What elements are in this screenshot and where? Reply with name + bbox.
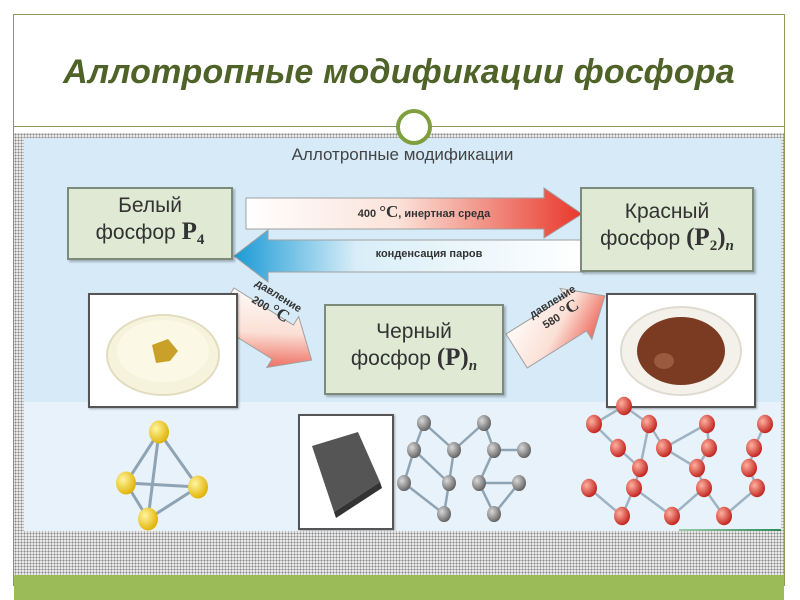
bond	[146, 431, 161, 520]
formula: (P)	[436, 344, 469, 372]
grey-atom	[512, 474, 526, 492]
red-atom	[656, 438, 672, 458]
grey-atom	[487, 505, 501, 523]
arrow-white-to-red	[245, 187, 583, 239]
formula-subscript: 2	[709, 238, 718, 255]
yellow-atom	[138, 507, 158, 531]
red-atom	[741, 458, 757, 478]
grey-atom	[487, 441, 501, 459]
grey-atom	[407, 441, 421, 459]
molecular-structures	[116, 396, 773, 531]
red-atom	[614, 506, 630, 526]
formula: P	[181, 218, 197, 246]
condition-inert: , инертная среда	[398, 208, 491, 220]
red-atom	[616, 396, 632, 416]
box-red-phosphorus: Красный фосфор (P2)n	[580, 187, 754, 272]
grey-atom	[477, 414, 491, 432]
red-phosphorus-structure	[581, 396, 773, 526]
allotrope-name: Красный	[624, 200, 710, 224]
grey-atom	[397, 474, 411, 492]
slide-title: Аллотропные модификации фосфора	[63, 53, 735, 91]
formula: (P	[686, 224, 710, 252]
yellow-atom	[188, 475, 208, 499]
allotropes-diagram: Аллотропные модификации	[24, 138, 781, 531]
grey-atom	[417, 414, 431, 432]
p4-tetrahedron-structure	[116, 420, 208, 531]
slide-frame: Аллотропные модификации фосфора Аллотроп…	[13, 14, 785, 600]
allotrope-name: Белый	[118, 194, 182, 218]
arrow-red-to-white	[233, 228, 585, 284]
red-atom	[699, 414, 715, 434]
bond	[125, 481, 199, 489]
box-black-phosphorus: Черный фосфор (P)n	[324, 304, 504, 395]
diagram-heading: Аллотропные модификации	[291, 145, 514, 164]
allotrope-word: фосфор	[95, 221, 176, 245]
bowl-icon	[620, 306, 742, 396]
block-icon	[312, 432, 382, 518]
red-atom	[749, 478, 765, 498]
label-red-to-white: конденсация паров	[375, 248, 483, 260]
footer-green-bar	[14, 575, 784, 600]
label-white-to-red: 400 °C, инертная среда	[304, 202, 544, 222]
formula-close: )	[717, 224, 726, 252]
red-atom	[586, 414, 602, 434]
unit-celsius: °C	[379, 202, 399, 221]
red-atom	[632, 458, 648, 478]
divider-ring-ornament	[396, 109, 432, 145]
arrow-black-to-red	[505, 287, 606, 369]
white-phosphorus-photo	[88, 293, 238, 408]
grey-atom	[442, 474, 456, 492]
red-atom	[664, 506, 680, 526]
grey-atom	[447, 441, 461, 459]
temp-400: 400	[357, 208, 377, 220]
formula-subscript: 4	[196, 232, 205, 249]
yellow-atom	[149, 420, 169, 444]
red-atom	[581, 478, 597, 498]
allotrope-name: Черный	[376, 320, 452, 344]
bond	[157, 431, 200, 488]
yellow-atom	[116, 471, 136, 495]
transition-arrows	[212, 187, 606, 369]
grey-atom	[517, 441, 531, 459]
formula-index: n	[468, 358, 478, 375]
red-phosphorus-photo	[606, 293, 756, 408]
bond	[413, 449, 450, 484]
red-atom	[610, 438, 626, 458]
red-atom	[641, 414, 657, 434]
red-atom	[716, 506, 732, 526]
red-atom	[701, 438, 717, 458]
bond	[403, 482, 445, 515]
formula-index: n	[725, 238, 734, 255]
allotrope-word: фосфор	[350, 347, 431, 371]
red-atom	[689, 458, 705, 478]
red-atom	[746, 438, 762, 458]
grey-atom	[472, 474, 486, 492]
allotrope-word: фосфор	[600, 227, 681, 251]
red-atom	[696, 478, 712, 498]
box-white-phosphorus: Белый фосфор P4	[67, 187, 233, 260]
dish-icon	[106, 314, 220, 396]
black-phosphorus-photo	[298, 414, 394, 530]
red-atom	[626, 478, 642, 498]
red-atom	[757, 414, 773, 434]
grey-atom	[437, 505, 451, 523]
black-phosphorus-structure	[397, 414, 531, 523]
corner-mark	[679, 529, 781, 531]
